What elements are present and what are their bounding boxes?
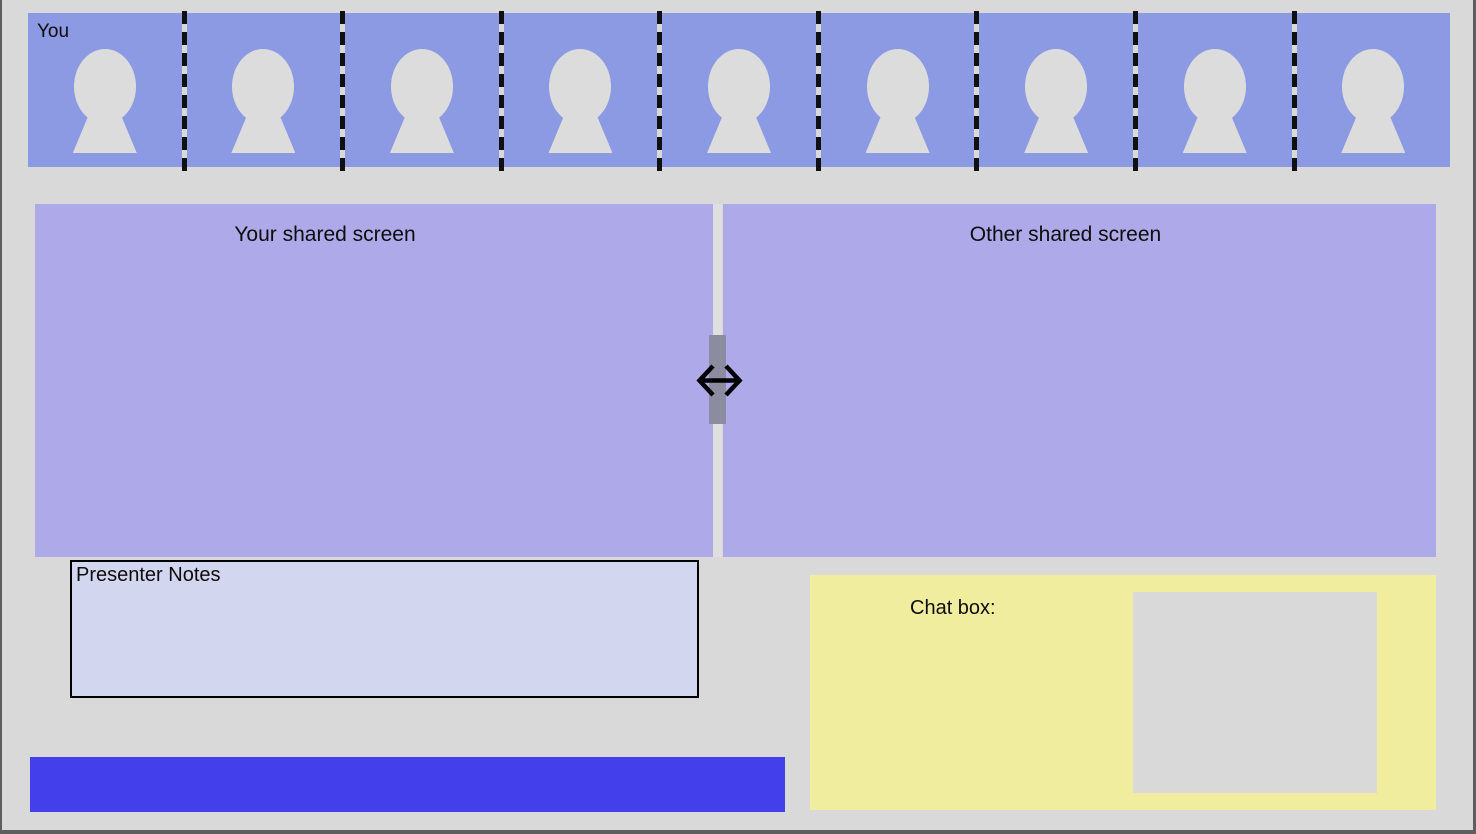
bottom-toolbar[interactable] [30,757,785,812]
tile-separator [974,11,980,171]
split-divider-handle[interactable] [709,335,726,424]
other-shared-screen-panel[interactable]: Other shared screen [723,204,1436,557]
person-avatar-icon [389,49,454,153]
participant-tile[interactable] [503,13,658,167]
your-shared-screen-panel[interactable]: Your shared screen [35,204,713,557]
tile-separator [1291,11,1297,171]
person-avatar-icon [865,49,930,153]
participant-tile[interactable] [979,13,1133,167]
participant-tile[interactable] [820,13,975,167]
person-avatar-icon [72,49,137,153]
person-avatar-icon [1024,49,1089,153]
person-avatar-icon [548,49,613,153]
participant-tile[interactable] [1137,13,1292,167]
tile-separator [657,11,663,171]
tile-separator [181,11,187,171]
your-shared-screen-title: Your shared screen [234,223,416,246]
participant-tile[interactable] [1296,13,1451,167]
tile-separator [1132,11,1138,171]
participant-label: You [37,21,70,42]
participant-tile[interactable]: You [28,13,182,167]
chat-message-area[interactable] [1133,592,1377,793]
person-avatar-icon [1182,49,1247,153]
participant-tile[interactable] [186,13,341,167]
person-avatar-icon [707,49,772,153]
presenter-notes-box[interactable]: Presenter Notes [70,560,699,698]
participant-tile[interactable] [662,13,816,167]
person-avatar-icon [231,49,296,153]
presenter-notes-label: Presenter Notes [76,564,221,586]
person-avatar-icon [1341,49,1406,153]
tile-separator [498,11,504,171]
chat-label: Chat box: [910,597,996,619]
other-shared-screen-title: Other shared screen [969,223,1162,246]
chat-panel: Chat box: [810,575,1436,810]
tile-separator [815,11,821,171]
participant-tile[interactable] [345,13,499,167]
tile-separator [340,11,346,171]
participants-strip: You [28,11,1451,171]
